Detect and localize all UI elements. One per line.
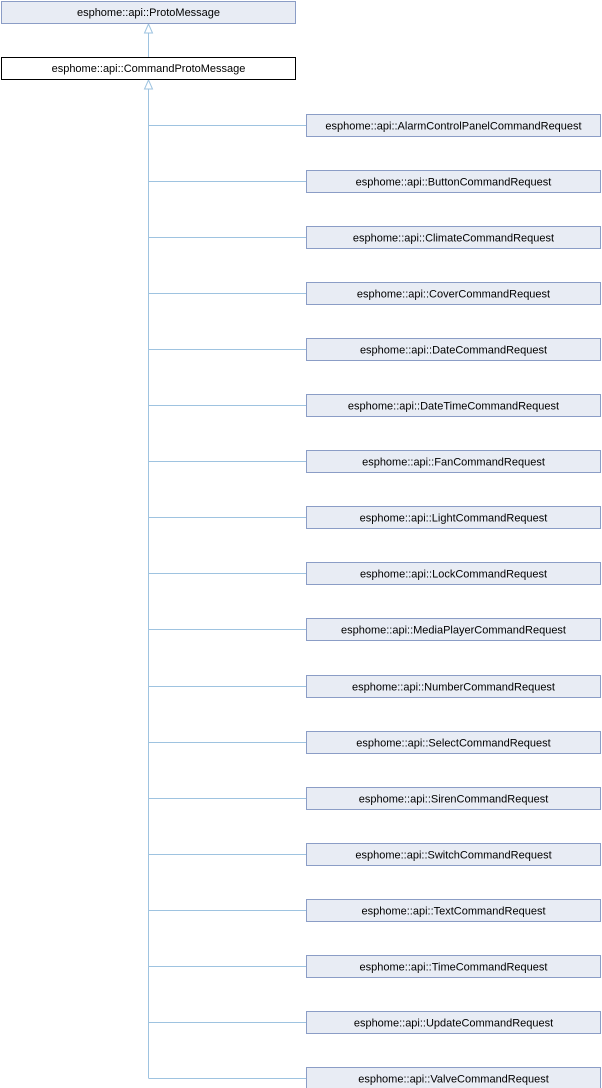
derived-class-node[interactable]: esphome::api::CoverCommandRequest — [306, 282, 601, 305]
focus-class-label: esphome::api::CommandProtoMessage — [52, 63, 246, 75]
base-class-label: esphome::api::ProtoMessage — [77, 7, 220, 19]
derived-class-node[interactable]: esphome::api::TimeCommandRequest — [306, 955, 601, 978]
derived-class-node[interactable]: esphome::api::SelectCommandRequest — [306, 731, 601, 754]
derived-class-label: esphome::api::SelectCommandRequest — [356, 738, 550, 750]
derived-class-label: esphome::api::TimeCommandRequest — [360, 962, 548, 974]
derived-class-node[interactable]: esphome::api::DateCommandRequest — [306, 338, 601, 361]
derived-class-node[interactable]: esphome::api::TextCommandRequest — [306, 899, 601, 922]
arrowhead-focus — [143, 78, 154, 90]
derived-class-node[interactable]: esphome::api::FanCommandRequest — [306, 450, 601, 473]
derived-class-label: esphome::api::SwitchCommandRequest — [355, 850, 551, 862]
derived-class-label: esphome::api::NumberCommandRequest — [352, 682, 555, 694]
derived-class-label: esphome::api::DateTimeCommandRequest — [348, 401, 559, 413]
derived-class-node[interactable]: esphome::api::ClimateCommandRequest — [306, 226, 601, 249]
derived-class-label: esphome::api::UpdateCommandRequest — [354, 1018, 553, 1030]
derived-class-label: esphome::api::ButtonCommandRequest — [356, 177, 552, 189]
derived-class-node[interactable]: esphome::api::SirenCommandRequest — [306, 787, 601, 810]
derived-class-label: esphome::api::FanCommandRequest — [362, 457, 545, 469]
derived-class-label: esphome::api::LockCommandRequest — [360, 569, 547, 581]
focus-class-node: esphome::api::CommandProtoMessage — [1, 57, 296, 80]
derived-class-label: esphome::api::ValveCommandRequest — [358, 1074, 549, 1086]
arrowhead-base — [143, 22, 154, 34]
derived-class-nodes: esphome::api::AlarmControlPanelCommandRe… — [306, 114, 601, 1088]
inheritance-edges — [143, 22, 307, 1079]
derived-class-label: esphome::api::LightCommandRequest — [360, 513, 548, 525]
derived-class-label: esphome::api::TextCommandRequest — [361, 906, 545, 918]
derived-class-node[interactable]: esphome::api::DateTimeCommandRequest — [306, 394, 601, 417]
derived-class-node[interactable]: esphome::api::LockCommandRequest — [306, 562, 601, 585]
derived-class-label: esphome::api::ClimateCommandRequest — [353, 233, 554, 245]
derived-class-node[interactable]: esphome::api::ValveCommandRequest — [306, 1067, 601, 1088]
derived-class-node[interactable]: esphome::api::LightCommandRequest — [306, 506, 601, 529]
derived-class-node[interactable]: esphome::api::ButtonCommandRequest — [306, 170, 601, 193]
derived-class-node[interactable]: esphome::api::UpdateCommandRequest — [306, 1011, 601, 1034]
derived-class-node[interactable]: esphome::api::SwitchCommandRequest — [306, 843, 601, 866]
derived-class-node[interactable]: esphome::api::AlarmControlPanelCommandRe… — [306, 114, 601, 137]
derived-class-label: esphome::api::DateCommandRequest — [360, 345, 547, 357]
derived-class-label: esphome::api::SirenCommandRequest — [359, 794, 549, 806]
derived-class-label: esphome::api::MediaPlayerCommandRequest — [341, 625, 566, 637]
base-class-node[interactable]: esphome::api::ProtoMessage — [1, 1, 296, 24]
derived-class-label: esphome::api::AlarmControlPanelCommandRe… — [325, 121, 581, 133]
derived-class-node[interactable]: esphome::api::MediaPlayerCommandRequest — [306, 618, 601, 641]
derived-class-label: esphome::api::CoverCommandRequest — [357, 289, 550, 301]
derived-class-node[interactable]: esphome::api::NumberCommandRequest — [306, 675, 601, 698]
